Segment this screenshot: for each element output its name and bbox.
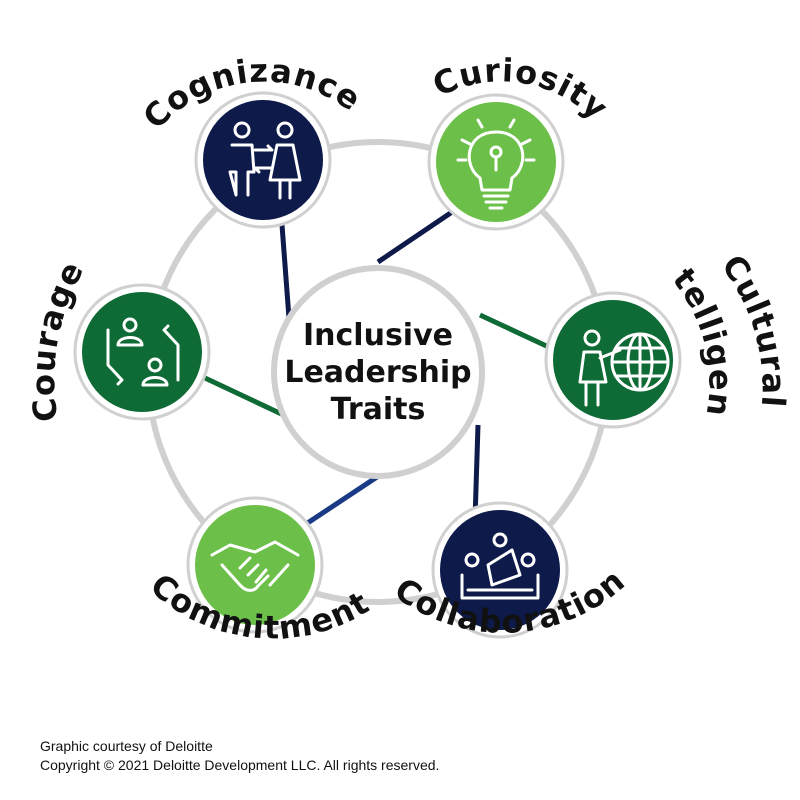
center-title-line2: Leadership — [284, 355, 471, 390]
people-exchange-icon — [228, 121, 302, 200]
trait-node-curiosity — [427, 93, 565, 231]
handshake-icon — [210, 540, 300, 592]
copyright-text: Copyright © 2021 Deloitte Development LL… — [40, 757, 440, 773]
trait-node-courage — [73, 283, 211, 421]
trait-node-collaboration — [431, 501, 569, 639]
center-title-line3: Traits — [331, 392, 426, 427]
people-cycle-icon — [106, 317, 180, 387]
trait-node-cultural-intelligence — [544, 291, 682, 429]
spoke-courage — [203, 375, 292, 421]
spoke-collaboration — [472, 424, 481, 521]
lightbulb-icon — [456, 118, 536, 210]
spoke-curiosity — [376, 207, 457, 265]
center-title-line1: Inclusive — [303, 318, 453, 353]
spoke-cultural-intelligence — [478, 312, 557, 353]
spoke-commitment — [298, 472, 382, 531]
meeting-table-icon — [460, 532, 540, 600]
trait-node-commitment — [186, 496, 324, 634]
person-globe-icon — [578, 329, 670, 407]
trait-node-cognizance — [194, 91, 332, 229]
center-hub: Inclusive Leadership Traits — [271, 265, 485, 479]
credit-text: Graphic courtesy of Deloitte — [40, 738, 213, 754]
spoke-cognizance — [279, 224, 292, 319]
